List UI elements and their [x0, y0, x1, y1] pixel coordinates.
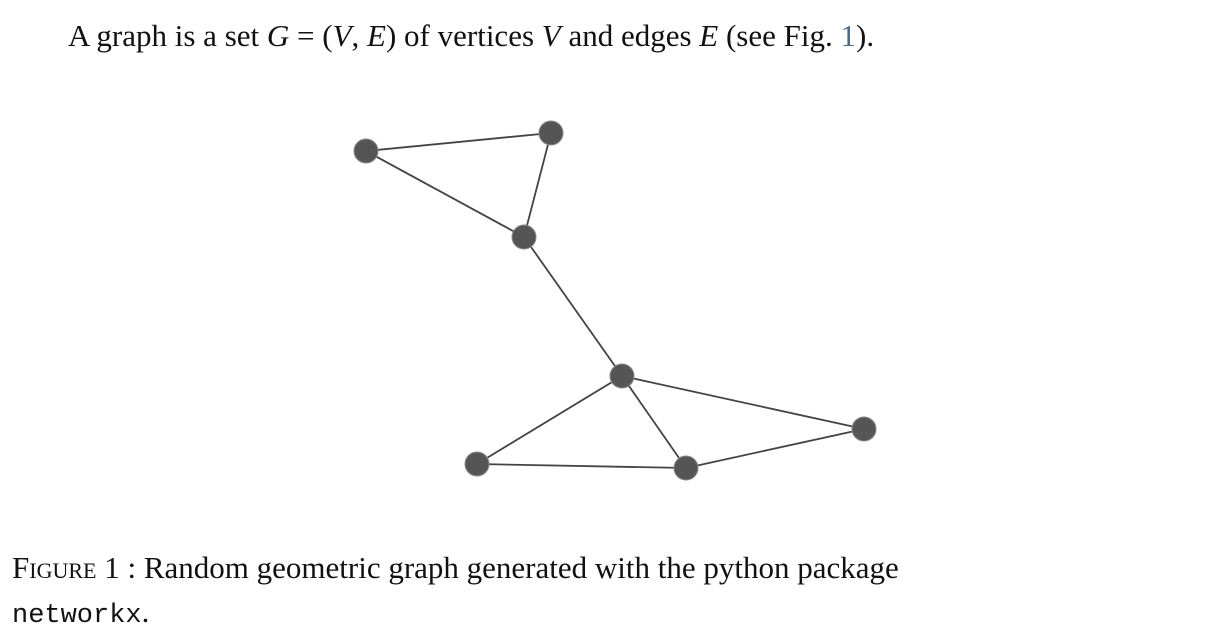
math-V: V — [541, 18, 561, 53]
text: . — [141, 594, 150, 629]
text: (see Fig. — [718, 18, 841, 53]
graph-edge-b-c — [523, 132, 552, 238]
graph-edge-d-e — [476, 375, 623, 465]
text: of vertices — [396, 18, 542, 53]
math: = ( — [289, 18, 333, 53]
graph-node-f — [673, 455, 699, 481]
caption-label: Figure 1 — [12, 550, 120, 585]
graph-edge-f-g — [685, 428, 865, 469]
math-E: E — [699, 18, 719, 53]
math: ) — [385, 18, 397, 53]
graph-node-a — [353, 138, 379, 164]
math-E: E — [367, 18, 386, 53]
graph-node-e — [464, 451, 490, 477]
graph-node-c — [511, 224, 537, 250]
graph-node-d — [609, 363, 635, 389]
caption-text: Random geometric graph generated with th… — [143, 550, 899, 585]
text: : — [119, 550, 144, 585]
graph-edge-d-f — [621, 375, 687, 469]
graph-edge-e-f — [476, 463, 687, 469]
figure-reference-link[interactable]: 1 — [840, 18, 857, 53]
math-G: G — [266, 18, 290, 53]
graph-edge-a-b — [365, 132, 552, 152]
graph-edge-c-d — [523, 236, 623, 377]
math: , — [351, 18, 368, 53]
graph-node-b — [538, 120, 564, 146]
text: A graph is a set — [68, 18, 267, 53]
math-V: V — [332, 18, 352, 53]
figure-caption: Figure 1 : Random geometric graph genera… — [12, 546, 1222, 638]
text: ). — [856, 18, 875, 53]
intro-paragraph: A graph is a set G = (V, E) of vertices … — [68, 18, 874, 54]
graph-edge-d-g — [621, 375, 865, 430]
text: and edges — [560, 18, 700, 53]
package-name: networkx — [12, 601, 142, 631]
graph-node-g — [851, 416, 877, 442]
graph-edge-a-c — [365, 150, 525, 238]
graph-figure — [353, 120, 877, 481]
